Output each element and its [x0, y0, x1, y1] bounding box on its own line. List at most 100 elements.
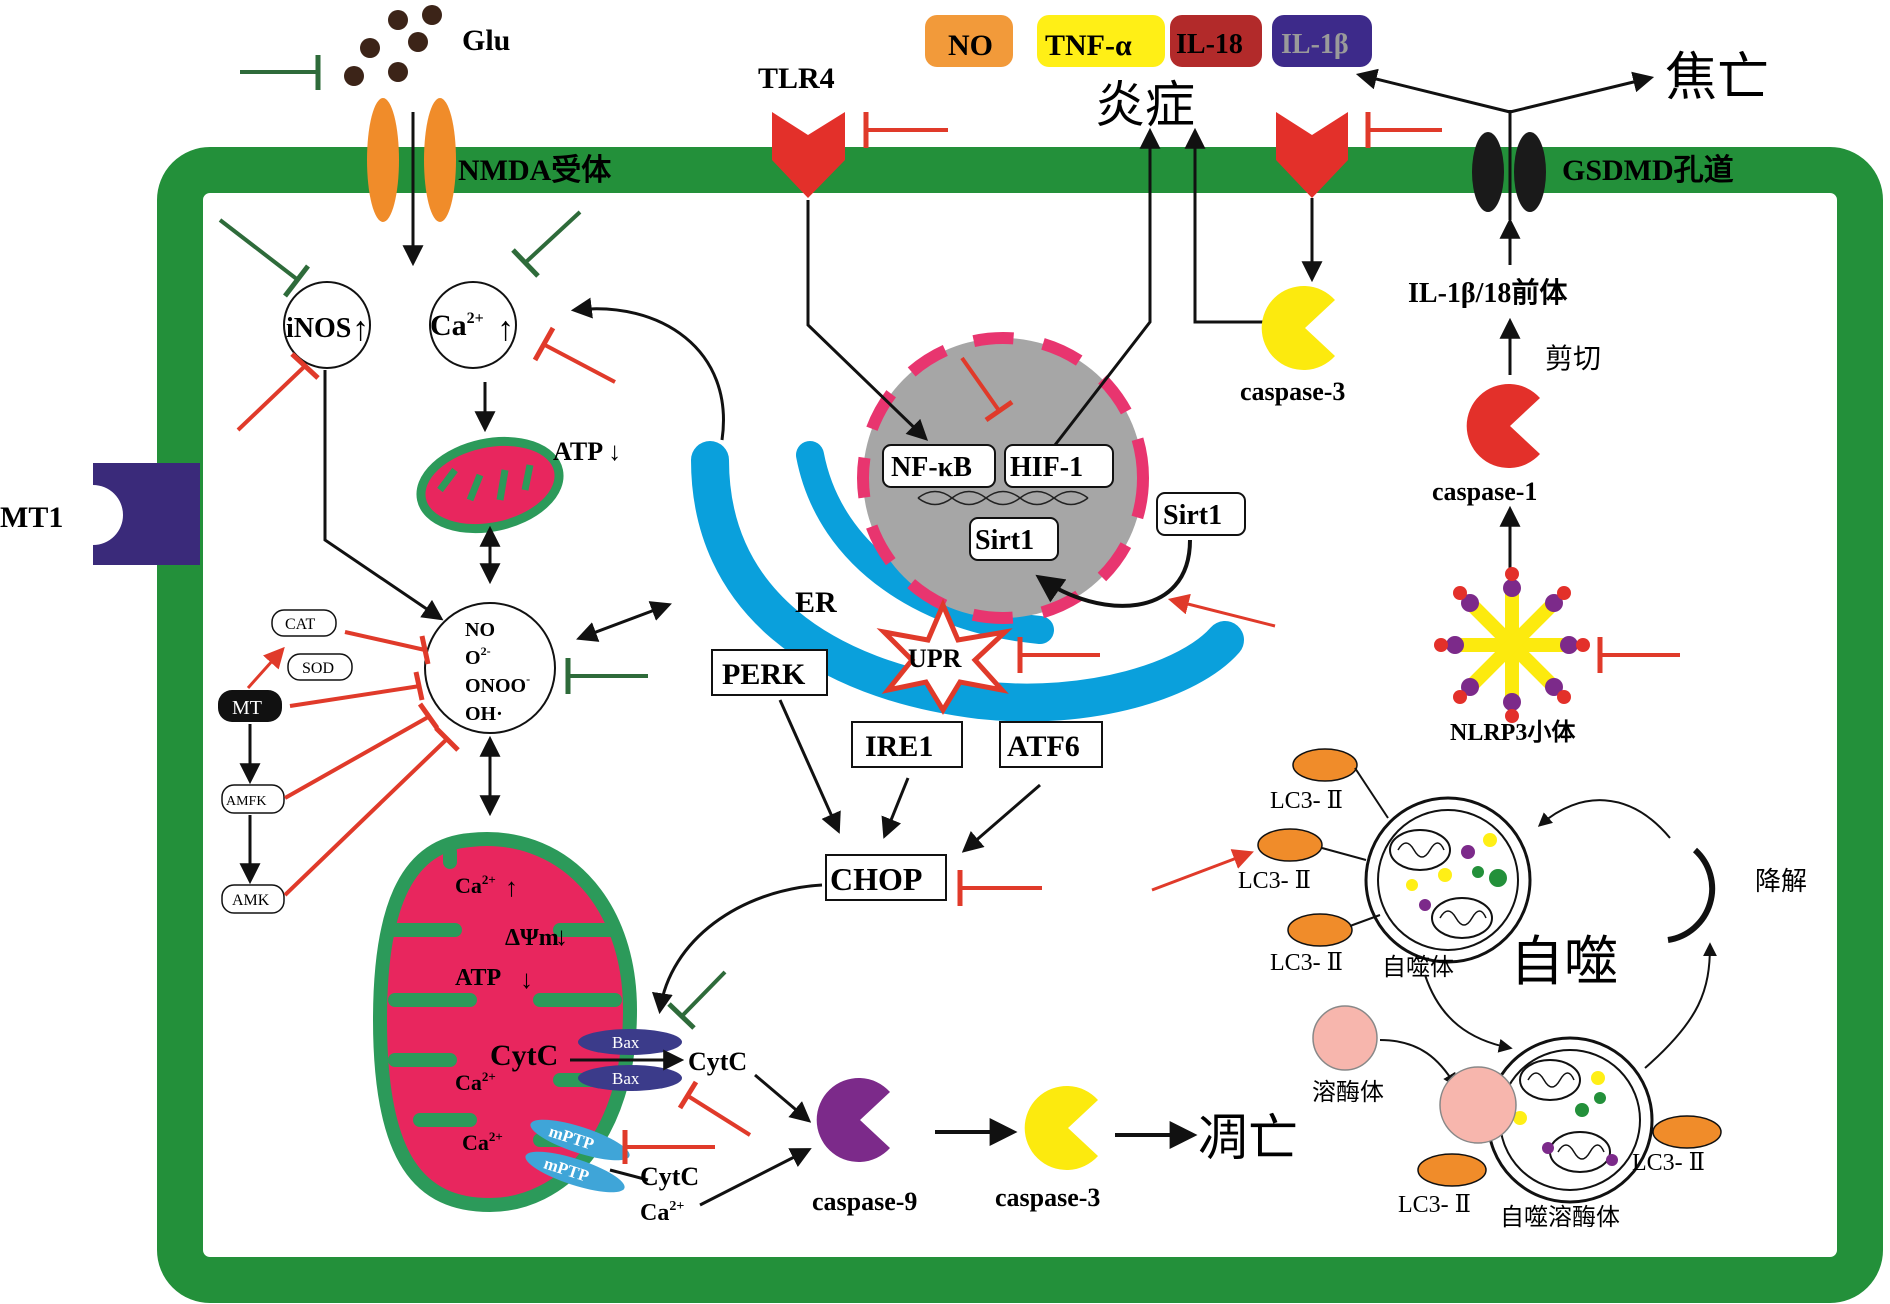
antioxidant-inhibitions: [283, 630, 460, 897]
cat-label: CAT: [285, 616, 315, 633]
inos-to-ros-arrow: [323, 370, 444, 621]
cycle-arrow-top: [1537, 799, 1671, 839]
er-to-ca-arrow: [570, 297, 725, 441]
nucleus: [857, 332, 1149, 624]
caspase3-bottom-label: caspase-3: [995, 1183, 1100, 1212]
gsdmd-to-inflammation-arrow: [1355, 68, 1511, 114]
ca-up-icon: ↑: [497, 311, 514, 348]
nmda-label: NMDA受体: [458, 154, 612, 187]
sirt1-nuc-label: Sirt1: [975, 525, 1034, 556]
inos-red-bar: [290, 352, 320, 380]
gsdmd-label: GSDMD孔道: [1562, 154, 1734, 187]
autolysosome-to-degradation-arrow: [1644, 942, 1717, 1069]
inos-up-icon: ↑: [352, 311, 369, 348]
autophagosome: [1364, 796, 1532, 964]
mito-ca2: Ca2+: [455, 1069, 496, 1095]
caspase3-top-icon: [1261, 286, 1335, 370]
mt-box: [218, 690, 282, 722]
ros-o2: O2-: [465, 644, 491, 669]
mptp-bottom: [525, 1151, 625, 1193]
cytc-to-casp9-arrow: [754, 1073, 812, 1123]
perk-label: PERK: [722, 658, 806, 691]
caspase1-icon: [1466, 383, 1540, 468]
sirt1-nuc-box: [969, 517, 1059, 561]
caspase9-icon: [816, 1078, 890, 1162]
hif1-box: [1004, 444, 1114, 488]
inos-circle: [283, 281, 371, 369]
no-badge-label: NO: [948, 29, 993, 62]
bax-red-inhibit: [686, 1094, 752, 1137]
il-precursor-label: IL-1β/18前体: [1408, 276, 1568, 309]
upr-star: [876, 598, 1013, 715]
il1b-badge: [1272, 15, 1372, 67]
ros-oh: OH·: [465, 703, 503, 725]
lc3-b-tether: [1321, 847, 1367, 861]
lc3-e-label: LC3- Ⅱ: [1398, 1192, 1471, 1218]
bax-bottom: [578, 1065, 682, 1091]
bax-green-bar: [667, 1002, 696, 1030]
no-badge: [925, 15, 1013, 67]
apoptosis-label: 凋亡: [1198, 1109, 1298, 1167]
atf6-to-chop-arrow: [961, 783, 1041, 853]
mt-label: MT: [232, 697, 262, 719]
tnf-badge: [1037, 15, 1165, 67]
ire1-box: [851, 721, 963, 768]
lc3-d: [1652, 1115, 1722, 1149]
gsdmd-pore-left: [1472, 132, 1504, 212]
inflammation-label: 炎症: [1095, 76, 1195, 134]
caspase3-bottom-icon: [1024, 1086, 1098, 1170]
nmda-receptor-left: [367, 98, 399, 222]
mt-to-cat-arrow: [246, 646, 285, 690]
sirt1-to-nucleus-arrow: [1035, 539, 1192, 608]
ca-green-inhibit: [524, 210, 582, 264]
ca-red-bar: [532, 326, 556, 362]
nlrp3-inflammasome: [1434, 567, 1590, 723]
nlrp3-label: NLRP3小体: [1450, 719, 1576, 746]
autophagosome-to-autolysosome-arrow: [1424, 974, 1513, 1053]
tlr4-label: TLR4: [758, 62, 835, 95]
mptp-release-arrow: [609, 1168, 649, 1182]
nfkb-box: [882, 444, 996, 488]
gsdmd-to-pyroptosis-arrow: [1509, 71, 1655, 114]
small-mito-cristae: [437, 464, 534, 502]
sirt1-out-label: Sirt1: [1163, 500, 1222, 531]
lc3-b-label: LC3- Ⅱ: [1238, 868, 1311, 894]
ros-circle: [424, 602, 556, 734]
chop-to-bax-arrow: [651, 883, 823, 1015]
lc3-a-tether: [1354, 767, 1389, 819]
autophagy-label: 自噬: [1510, 930, 1618, 993]
nuc-red-inhibit: [960, 356, 1002, 414]
er-label: ER: [795, 586, 837, 619]
mito-atp: ATP: [455, 965, 501, 991]
sirt1-out-box: [1156, 492, 1246, 536]
cat-box: [271, 609, 337, 637]
mito-atp-down-icon: ↓: [520, 965, 533, 994]
caspase1-label: caspase-1: [1432, 477, 1537, 506]
mito-cytc: CytC: [490, 1039, 558, 1072]
lysosome: [1312, 1005, 1378, 1071]
il18-badge: [1170, 15, 1262, 67]
nmda-receptor-right: [424, 98, 456, 222]
chop-label: CHOP: [830, 861, 922, 897]
ros-no: NO: [465, 619, 495, 641]
amfk-label: AMFK: [226, 794, 266, 809]
autolysosome: [1486, 1036, 1654, 1204]
lysosome-crescent-inner: [1671, 841, 1724, 949]
pyroptosis-label: 焦亡: [1665, 48, 1769, 108]
inos-red-inhibit: [236, 364, 307, 432]
nuc-red-bar: [984, 399, 1014, 423]
il1b-badge-label: IL-1β: [1281, 29, 1349, 60]
autolysosome-lysosome: [1439, 1066, 1517, 1144]
receptor-right: [1276, 112, 1348, 198]
inos-label: iNOS: [286, 313, 351, 344]
caspase3-top-label: caspase-3: [1240, 377, 1345, 406]
atf6-label: ATF6: [1007, 730, 1080, 763]
sirt1-red-arrow: [1167, 593, 1276, 628]
chop-box: [825, 854, 947, 901]
bax-red-bar: [677, 1080, 699, 1110]
lc3-a: [1292, 748, 1358, 782]
bax-top: [578, 1029, 682, 1055]
lc3-c-label: LC3- Ⅱ: [1270, 950, 1343, 976]
sod-label: SOD: [302, 660, 334, 677]
ros-onoo: ONOO-: [465, 672, 530, 697]
